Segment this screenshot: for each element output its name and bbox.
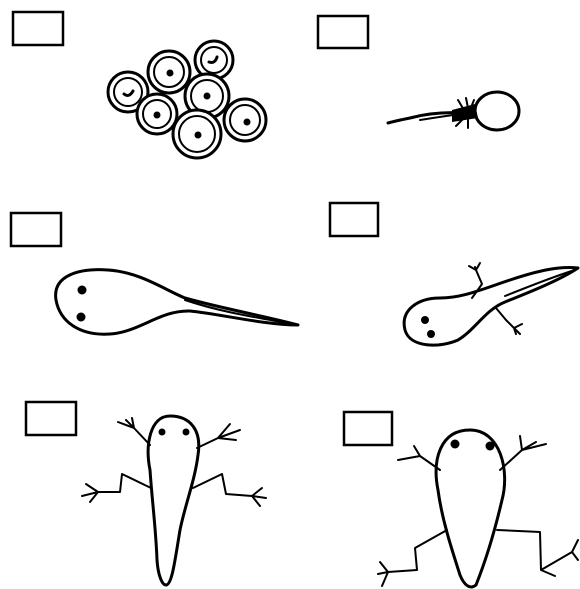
answer-box-eggs[interactable] bbox=[13, 12, 63, 45]
young-frog-short-tail-icon bbox=[378, 430, 578, 587]
stage-tadpole-with-legs bbox=[330, 203, 578, 345]
stage-tadpole bbox=[11, 213, 298, 334]
answer-box-tadpole[interactable] bbox=[11, 213, 61, 246]
stage-young-frog bbox=[344, 412, 578, 587]
answer-box-tadpole-with-legs[interactable] bbox=[330, 203, 378, 236]
froglet-with-tail-icon bbox=[82, 416, 266, 585]
tadpole-icon bbox=[56, 270, 298, 335]
answer-box-froglet[interactable] bbox=[26, 402, 76, 435]
frog-eggs-icon bbox=[108, 41, 266, 158]
answer-box-hatchling[interactable] bbox=[318, 16, 368, 48]
tadpole-with-hind-legs-icon bbox=[404, 263, 578, 345]
hatchling-tadpole-icon bbox=[388, 92, 519, 130]
stage-hatchling bbox=[318, 16, 519, 130]
answer-box-young-frog[interactable] bbox=[344, 412, 392, 445]
stage-eggs bbox=[13, 12, 266, 158]
stage-froglet bbox=[26, 402, 266, 585]
